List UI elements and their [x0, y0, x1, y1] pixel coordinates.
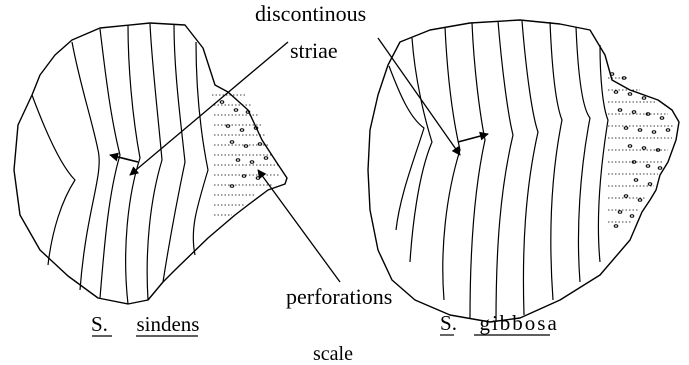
species-right-epithet: gibbosa [479, 311, 558, 335]
right-perforated-zone [608, 78, 674, 222]
label-striae: striae [290, 40, 338, 62]
label-perforations: perforations [286, 286, 392, 308]
species-right-name: S. gibbosa [440, 313, 559, 334]
right-striae [389, 21, 608, 322]
callout-pointers [130, 38, 460, 282]
left-striae [32, 24, 208, 304]
right-center-arrow [458, 134, 488, 142]
left-scale [14, 23, 287, 304]
left-scale-outline [14, 23, 287, 304]
left-center-arrow [110, 155, 138, 162]
species-right-dot: . [452, 311, 457, 335]
species-left-genus: S. [91, 312, 108, 336]
label-scale: scale [313, 344, 353, 364]
species-left-name: S. sindens [91, 314, 199, 335]
right-scale [368, 20, 679, 322]
species-right-genus: S [440, 311, 452, 335]
label-discontinous: discontinous [255, 3, 366, 25]
pointer-perforations [258, 170, 340, 282]
pointer-striae-right [378, 38, 460, 155]
species-left-epithet: sindens [136, 312, 199, 336]
